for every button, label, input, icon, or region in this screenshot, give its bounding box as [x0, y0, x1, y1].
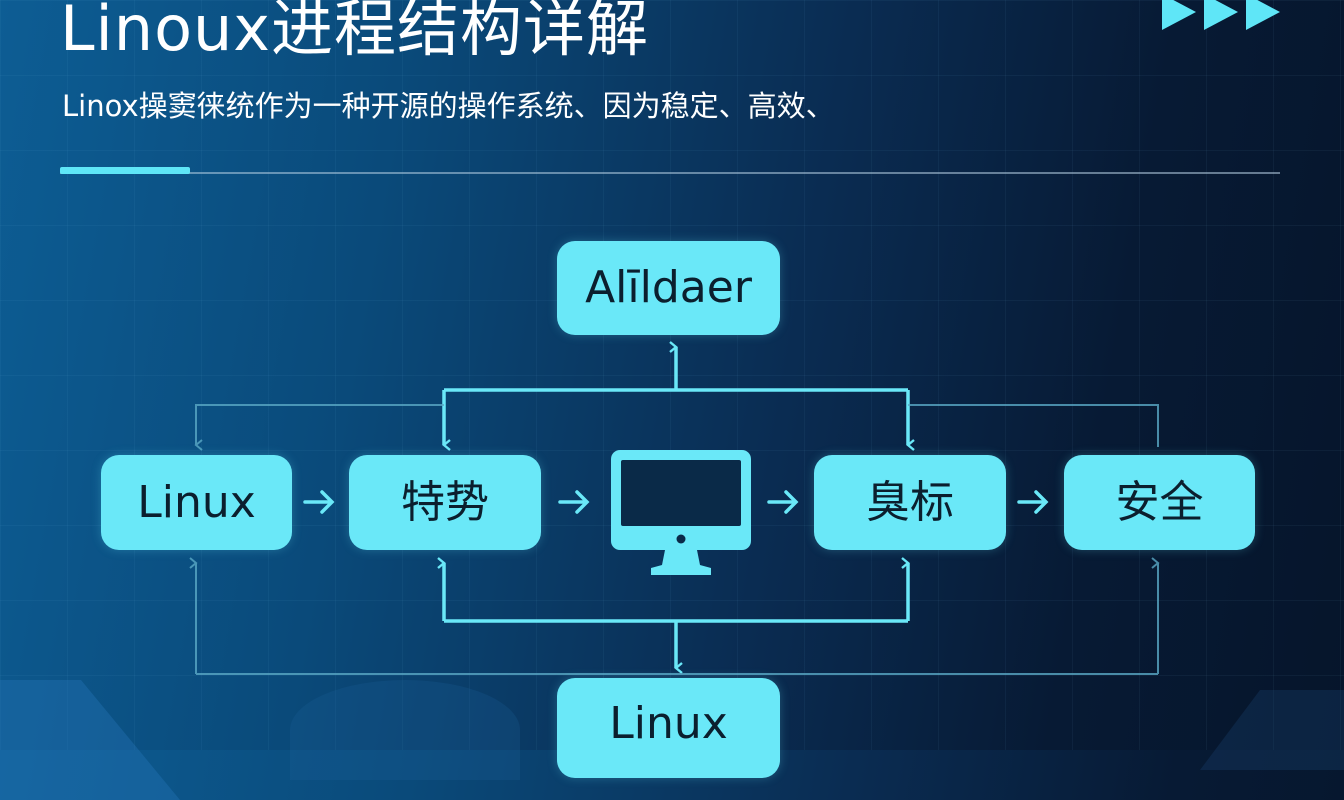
play-arrow-icon: [1162, 0, 1196, 30]
node-advantage[interactable]: 特势: [349, 455, 541, 550]
decorative-shape: [290, 680, 520, 780]
node-label: 安全: [1115, 476, 1204, 528]
node-label: 臭标: [866, 476, 954, 528]
node-label: Alīldaer: [585, 262, 752, 313]
divider: [60, 172, 1280, 174]
play-arrow-icon: [1204, 0, 1238, 30]
page-title: Linoux进程结构详解: [60, 0, 649, 65]
node-label: 特势: [401, 476, 489, 528]
triple-play-arrows-icon[interactable]: [1162, 0, 1280, 30]
node-security[interactable]: 安全: [1064, 455, 1255, 550]
page-subtitle: Linox操窦徕统作为一种开源的操作系统、因为稳定、高效、: [62, 89, 835, 123]
node-linux[interactable]: Linux: [101, 455, 292, 550]
node-label: Linux: [609, 698, 728, 749]
node-bottom-linux[interactable]: Linux: [557, 678, 780, 778]
play-arrow-icon: [1246, 0, 1280, 30]
monitor-icon[interactable]: [607, 447, 755, 577]
node-top[interactable]: Alīldaer: [557, 241, 780, 335]
node-label: Linux: [137, 476, 256, 528]
decorative-shape: [0, 680, 180, 800]
decorative-shape: [1200, 690, 1344, 770]
divider-accent: [60, 167, 190, 174]
node-goal[interactable]: 臭标: [814, 455, 1006, 550]
